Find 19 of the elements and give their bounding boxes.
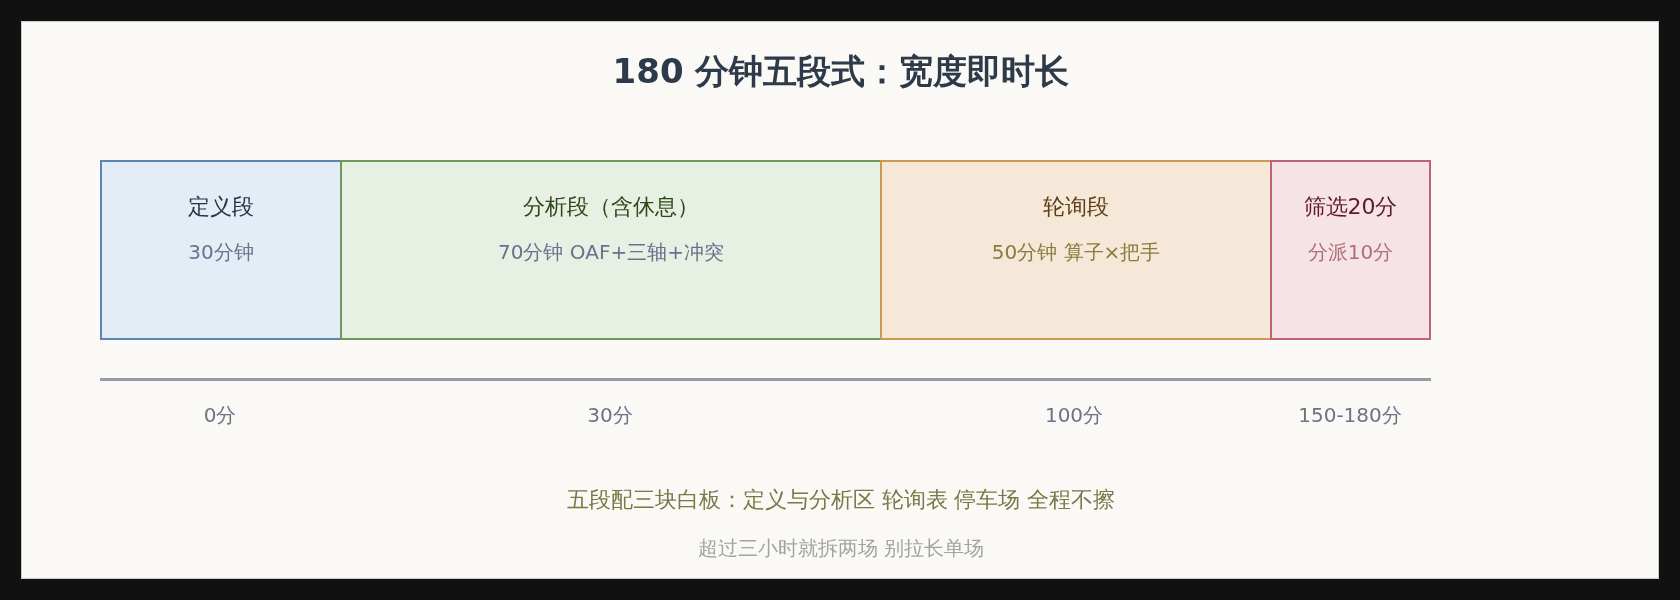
note-text: 超过三小时就拆两场 别拉长单场 [697, 535, 985, 562]
diagram-title: 180 分钟五段式：宽度即时长 [612, 50, 1070, 92]
segment-title: 分析段（含休息） [523, 193, 699, 221]
segment-box [880, 160, 1272, 340]
segment-title: 轮询段 [1043, 193, 1109, 221]
segment-detail: 70分钟 OAF+三轴+冲突 [498, 239, 724, 266]
segment-box [1270, 160, 1431, 340]
segment-detail: 50分钟 算子×把手 [991, 239, 1161, 266]
time-tick-label: 100分 [1044, 402, 1104, 429]
segment-detail: 30分钟 [188, 239, 254, 266]
segment-box [100, 160, 342, 340]
time-tick-label: 150-180分 [1298, 402, 1402, 429]
segment-title: 筛选20分 [1303, 193, 1398, 221]
segment-box [340, 160, 882, 340]
note-text: 五段配三块白板：定义与分析区 轮询表 停车场 全程不擦 [566, 486, 1116, 514]
segment-title: 定义段 [188, 193, 254, 221]
time-tick-label: 0分 [203, 402, 237, 429]
segment-detail: 分派10分 [1307, 239, 1394, 266]
time-tick-label: 30分 [587, 402, 633, 429]
